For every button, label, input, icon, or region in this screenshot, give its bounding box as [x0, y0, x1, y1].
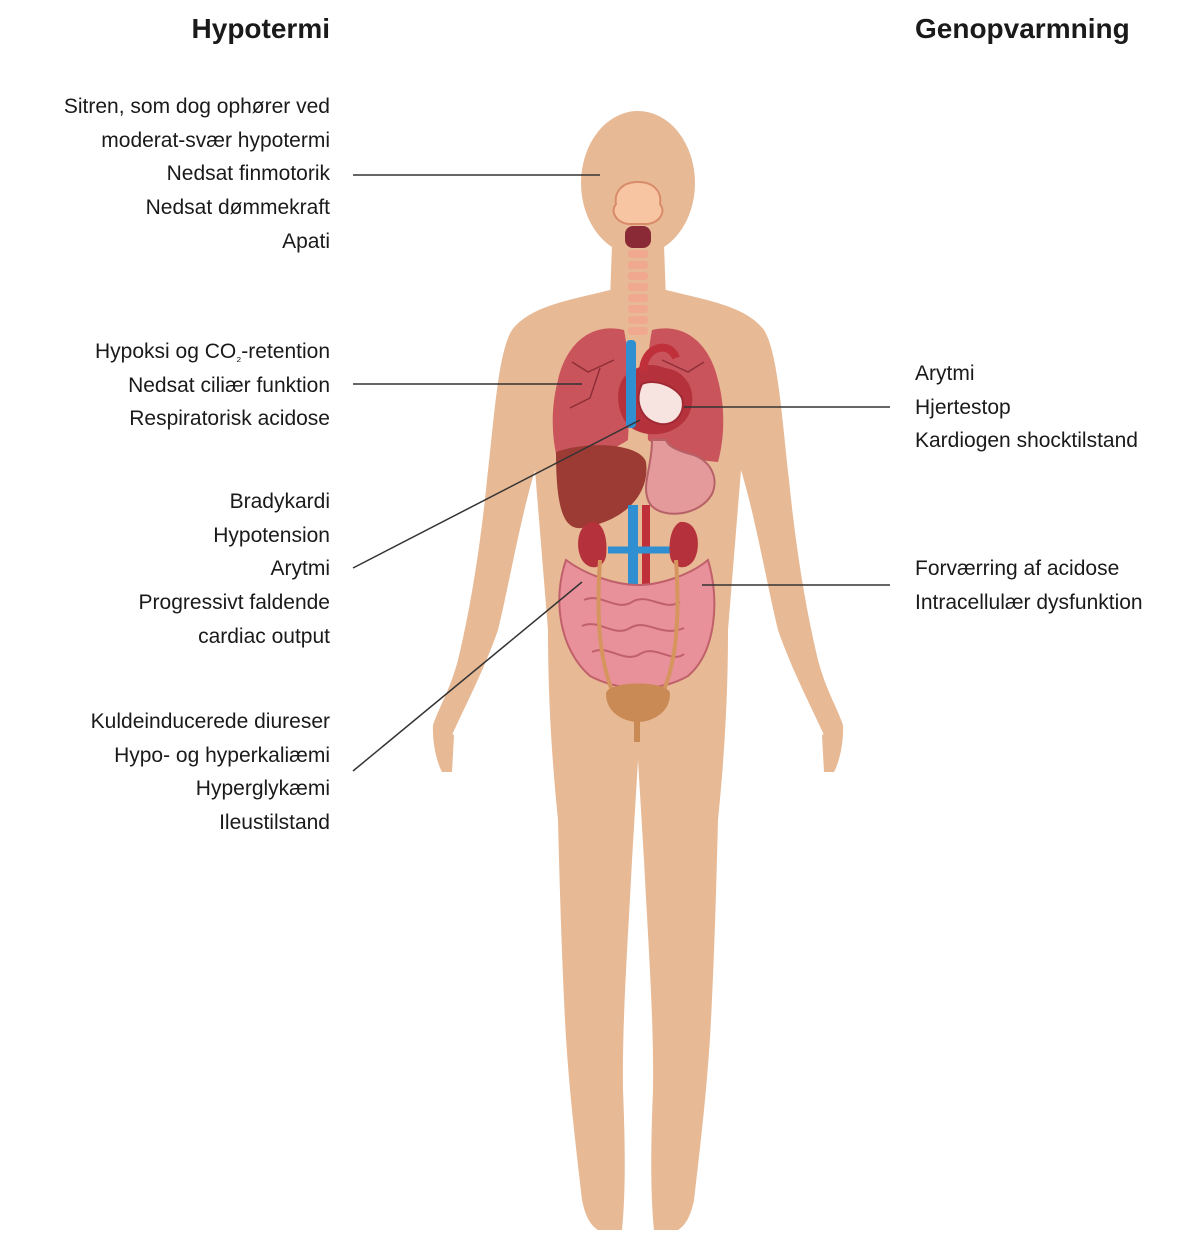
leader-line-kidneys — [353, 582, 582, 771]
rewarming-abdomen-effects: Forværring af acidose Intracellulær dysf… — [915, 552, 1143, 619]
text-line: cardiac output — [139, 620, 330, 654]
text-line: Arytmi — [915, 357, 1138, 391]
kidney-effects: Kuldeinducerede diureser Hypo- og hyperk… — [91, 705, 330, 840]
lung-effects: Hypoksi og CO₂-retention Nedsat ciliær f… — [95, 335, 330, 436]
heart-effects: Bradykardi Hypotension Arytmi Progressiv… — [139, 485, 330, 654]
brain-effects: Sitren, som dog ophører ved moderat-svær… — [64, 90, 330, 259]
heading-rewarming: Genopvarmning — [915, 12, 1130, 46]
text-line: Sitren, som dog ophører ved — [64, 90, 330, 124]
text-line: Respiratorisk acidose — [95, 402, 330, 436]
text-line: Ileustilstand — [91, 806, 330, 840]
text-line: Nedsat ciliær funktion — [95, 369, 330, 403]
text-line: Intracellulær dysfunktion — [915, 586, 1143, 620]
text-line: Hypotension — [139, 519, 330, 553]
heading-hypothermia: Hypotermi — [192, 12, 330, 46]
text-line: Apati — [64, 225, 330, 259]
text-line: Progressivt faldende — [139, 586, 330, 620]
text-line: Hyperglykæmi — [91, 772, 330, 806]
text-line: Arytmi — [139, 552, 330, 586]
rewarming-heart-effects: Arytmi Hjertestop Kardiogen shocktilstan… — [915, 357, 1138, 458]
text-line: Nedsat dømmekraft — [64, 191, 330, 225]
text-line: moderat-svær hypotermi — [64, 124, 330, 158]
text-line: Kardiogen shocktilstand — [915, 424, 1138, 458]
text-line: Bradykardi — [139, 485, 330, 519]
text-line: Forværring af acidose — [915, 552, 1143, 586]
text-line: Hjertestop — [915, 391, 1138, 425]
text-line: Hypo- og hyperkaliæmi — [91, 739, 330, 773]
text-line: Kuldeinducerede diureser — [91, 705, 330, 739]
text-line: Nedsat finmotorik — [64, 157, 330, 191]
text-line: Hypoksi og CO₂-retention — [95, 335, 330, 369]
